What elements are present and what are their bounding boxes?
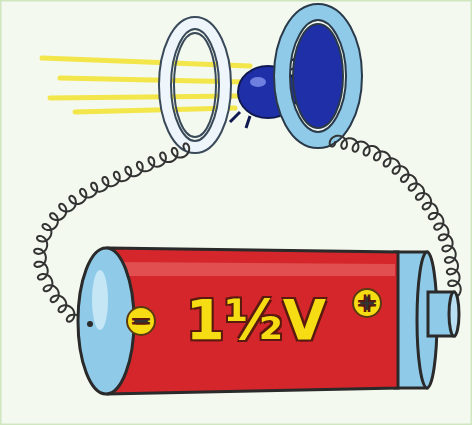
polarity-sign: − [132,310,150,332]
voltage-label: 1½V [186,292,326,348]
polarity-sign: + [358,292,376,314]
right-ring [282,12,354,140]
left-ring [165,23,225,147]
positive-terminal: + [352,288,382,318]
battery [78,248,459,394]
negative-terminal: − [126,306,156,336]
battery-body: 1½V − + [120,255,392,385]
